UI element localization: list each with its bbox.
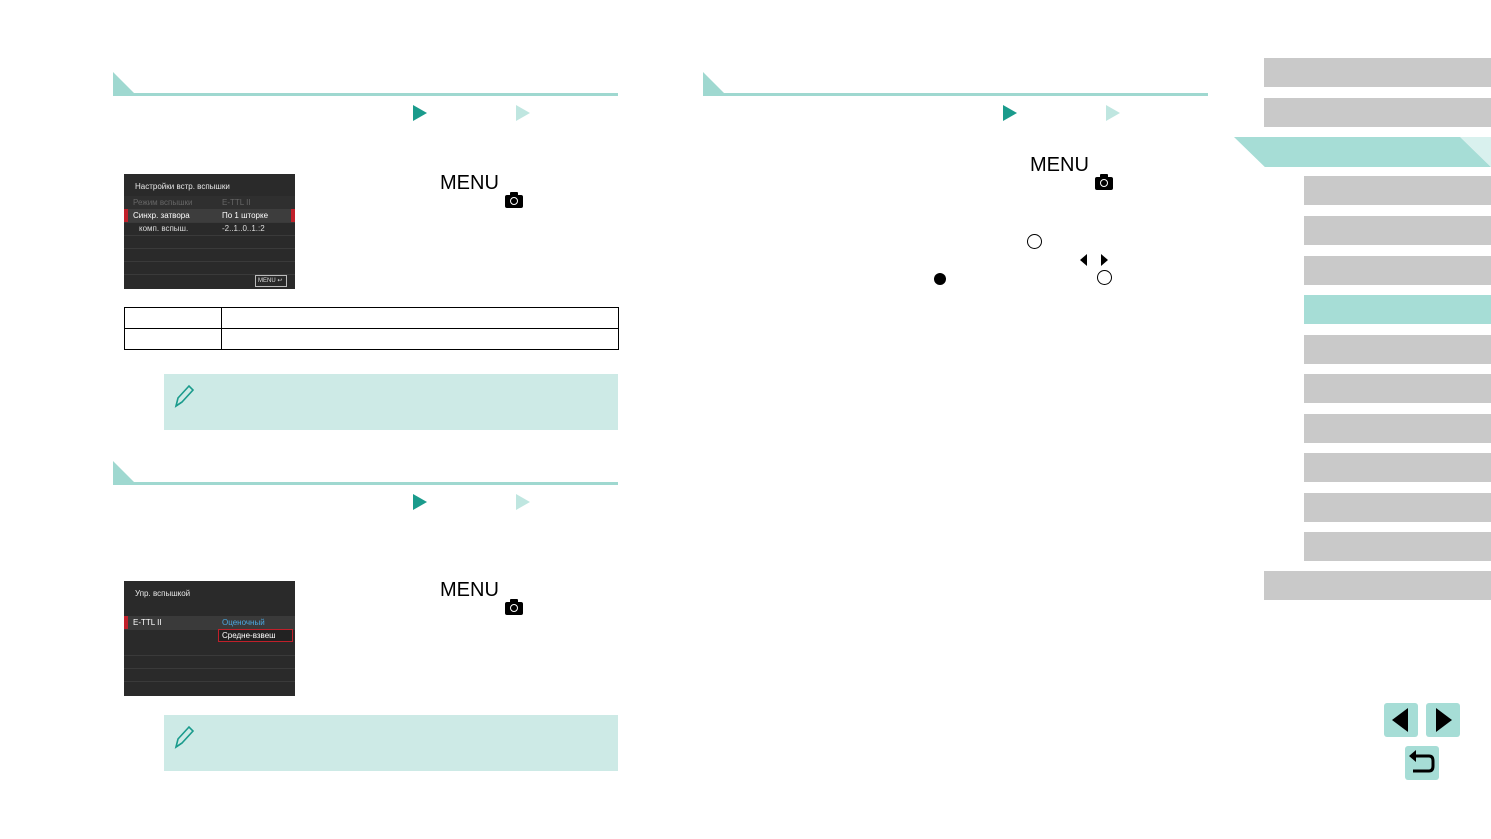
mode-play-icon-light [516, 494, 530, 510]
lcd-row-label: комп. вспыш. [139, 224, 189, 233]
nav-subitem-7[interactable] [1304, 414, 1491, 443]
menu-button-label: MENU [440, 172, 499, 194]
nav-subitem-10[interactable] [1304, 532, 1491, 561]
lcd-row-value: E-TTL II [222, 198, 251, 207]
nav-subitem-3[interactable] [1304, 256, 1491, 285]
lcd-title: Настройки встр. вспышки [135, 182, 230, 191]
nav-subitem-6[interactable] [1304, 374, 1491, 403]
prev-arrow-icon [1392, 708, 1408, 732]
camera-icon [505, 192, 523, 208]
lcd-row-label: E-TTL II [133, 618, 162, 627]
nav-subitem-4-active[interactable] [1304, 295, 1491, 324]
mode-play-icon [1003, 105, 1017, 121]
left-arrow-icon [1080, 254, 1087, 266]
lcd-flash-control-screen: Упр. вспышкой E-TTL II Оценочный Средне-… [124, 581, 295, 696]
note-box-1 [164, 374, 618, 430]
lcd-flash-settings-screen: Настройки встр. вспышки Режим вспышки E-… [124, 174, 295, 289]
mode-play-icon [413, 105, 427, 121]
return-button[interactable] [1405, 746, 1439, 780]
camera-icon [505, 599, 523, 615]
next-page-button[interactable] [1426, 703, 1460, 737]
nav-subitem-5[interactable] [1304, 335, 1491, 364]
lcd-menu-back-button: MENU ↩ [255, 275, 287, 287]
pencil-note-icon [174, 384, 195, 408]
nav-tab-1[interactable] [1264, 58, 1491, 87]
control-dial-icon [934, 273, 946, 285]
nav-subitem-8[interactable] [1304, 453, 1491, 482]
nav-chapter-banner[interactable] [1234, 137, 1491, 167]
note-box-2 [164, 715, 618, 771]
lcd-row-value: -2..1..0..1.:2 [222, 224, 265, 233]
right-arrow-icon [1101, 254, 1108, 266]
section-header-1 [113, 72, 618, 96]
nav-subitem-2[interactable] [1304, 216, 1491, 245]
pencil-note-icon [174, 725, 195, 749]
next-arrow-icon [1436, 708, 1452, 732]
nav-subitem-9[interactable] [1304, 493, 1491, 522]
section-header-2 [113, 461, 618, 485]
mode-play-icon-light [516, 105, 530, 121]
nav-subitem-1[interactable] [1304, 176, 1491, 205]
menu-button-label: MENU [440, 579, 499, 601]
lcd-title: Упр. вспышкой [135, 589, 191, 598]
mode-play-icon-light [1106, 105, 1120, 121]
lcd-row-label: Синхр. затвора [133, 211, 190, 220]
prev-page-button[interactable] [1384, 703, 1418, 737]
settings-table [124, 307, 619, 350]
mode-play-icon [413, 494, 427, 510]
set-button-icon [1097, 270, 1112, 285]
nav-tab-2[interactable] [1264, 98, 1491, 127]
return-icon [1409, 750, 1435, 773]
nav-tab-index[interactable] [1264, 571, 1491, 600]
lcd-option-selected: Оценочный [222, 618, 265, 627]
lcd-row-value: По 1 шторке [222, 211, 269, 220]
menu-button-label: MENU [1030, 154, 1089, 176]
table-row [124, 328, 619, 350]
set-button-icon [1027, 234, 1042, 249]
lcd-row-label: Режим вспышки [133, 198, 193, 207]
lcd-option: Средне-взвеш [222, 631, 276, 640]
table-row [124, 307, 619, 329]
camera-icon [1095, 174, 1113, 190]
section-header-3 [703, 72, 1208, 96]
